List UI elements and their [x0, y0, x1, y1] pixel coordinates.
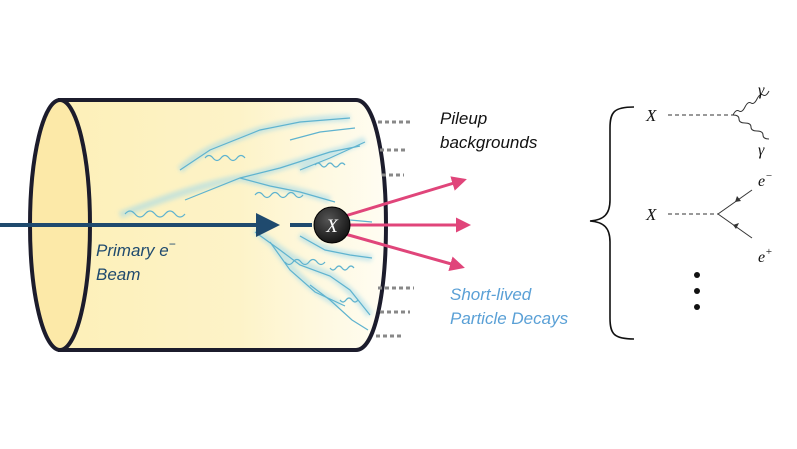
- particle-shower: [118, 114, 373, 331]
- decay-arrow-up: [344, 176, 467, 218]
- feynman-diphoton: X γ γ: [645, 82, 770, 159]
- photon-top: [732, 90, 770, 116]
- decay2-product-bottom: e+: [758, 246, 773, 266]
- decays-label-line2: Particle Decays: [450, 309, 569, 328]
- beam-label-line2: Beam: [96, 265, 140, 284]
- decay-arrow-down: [344, 232, 465, 271]
- photon-bottom: [732, 114, 770, 140]
- more-decays-ellipsis: [694, 272, 700, 310]
- primary-beam: [0, 213, 312, 237]
- decay1-parent: X: [645, 106, 657, 125]
- curly-brace: [589, 106, 635, 340]
- pileup-label-line1: Pileup: [440, 109, 487, 128]
- decays-label-line1: Short-lived: [450, 285, 532, 304]
- decay1-product-top: γ: [758, 82, 765, 99]
- vertex-x: X: [313, 206, 351, 244]
- decay-arrows: [344, 176, 471, 271]
- decay2-parent: X: [645, 205, 657, 224]
- beam-label-line1: Primary e−: [96, 237, 176, 260]
- pileup-label-line2: backgrounds: [440, 133, 538, 152]
- beam-arrowhead: [256, 213, 280, 237]
- vertex-label: X: [325, 216, 339, 237]
- pileup-dashes: [376, 120, 414, 338]
- decay1-product-bottom: γ: [758, 142, 765, 159]
- feynman-dielectron: X e− e+: [645, 170, 773, 266]
- decay2-product-top: e−: [758, 170, 773, 190]
